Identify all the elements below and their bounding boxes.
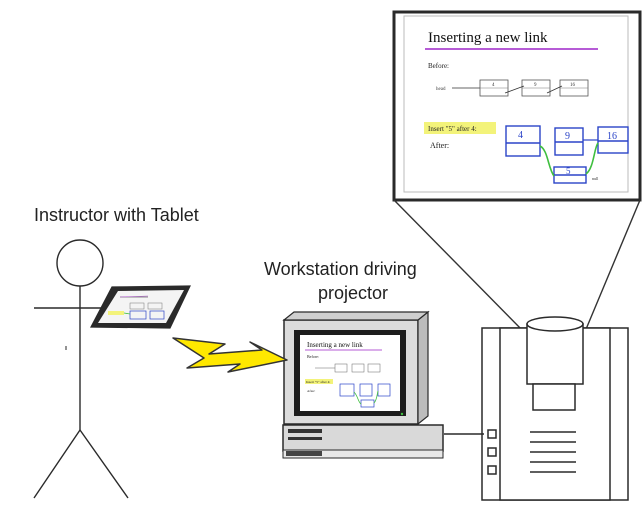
stick-figure-icon: [33, 239, 129, 499]
monitor-slide-insert: Insert "5" after 4:: [306, 380, 330, 384]
monitor-slide-after: After:: [307, 389, 315, 393]
slide-after-label: After:: [430, 141, 449, 150]
slide-before-label: Before:: [428, 62, 449, 70]
slide-before-value: 16: [570, 83, 576, 88]
projector-icon: [481, 316, 629, 501]
slide-new-value: 5: [566, 166, 571, 176]
workstation-label-line2: projector: [318, 283, 389, 303]
slide-footer-note: null: [592, 176, 599, 181]
projected-screen: Inserting a new link Before: head 4 9 16…: [392, 10, 642, 202]
monitor-slide-title: Inserting a new link: [307, 341, 363, 349]
computer-workstation-icon: Inserting a new link Before: Insert "5" …: [282, 310, 444, 459]
workstation-label-line1: Workstation driving: [264, 259, 417, 279]
slide-after-value: 16: [607, 131, 617, 142]
monitor-slide-before: Before:: [307, 354, 319, 359]
slide-after-value: 9: [565, 131, 570, 142]
wireless-bolt-icon: [172, 337, 288, 373]
tablet-icon: [90, 285, 191, 329]
projection-beam: [393, 199, 641, 335]
slide-after-node: [505, 125, 541, 157]
slide-insert-highlight: [424, 122, 496, 134]
slide-insert-label: Insert "5" after 4:: [428, 125, 477, 133]
slide-after-value: 4: [518, 130, 523, 141]
slide-before-value: 9: [534, 83, 537, 88]
slide-start-label: head: [436, 87, 446, 92]
instructor-label: Instructor with Tablet: [34, 205, 199, 225]
slide-title: Inserting a new link: [428, 30, 548, 46]
slide-before-value: 4: [492, 83, 495, 88]
